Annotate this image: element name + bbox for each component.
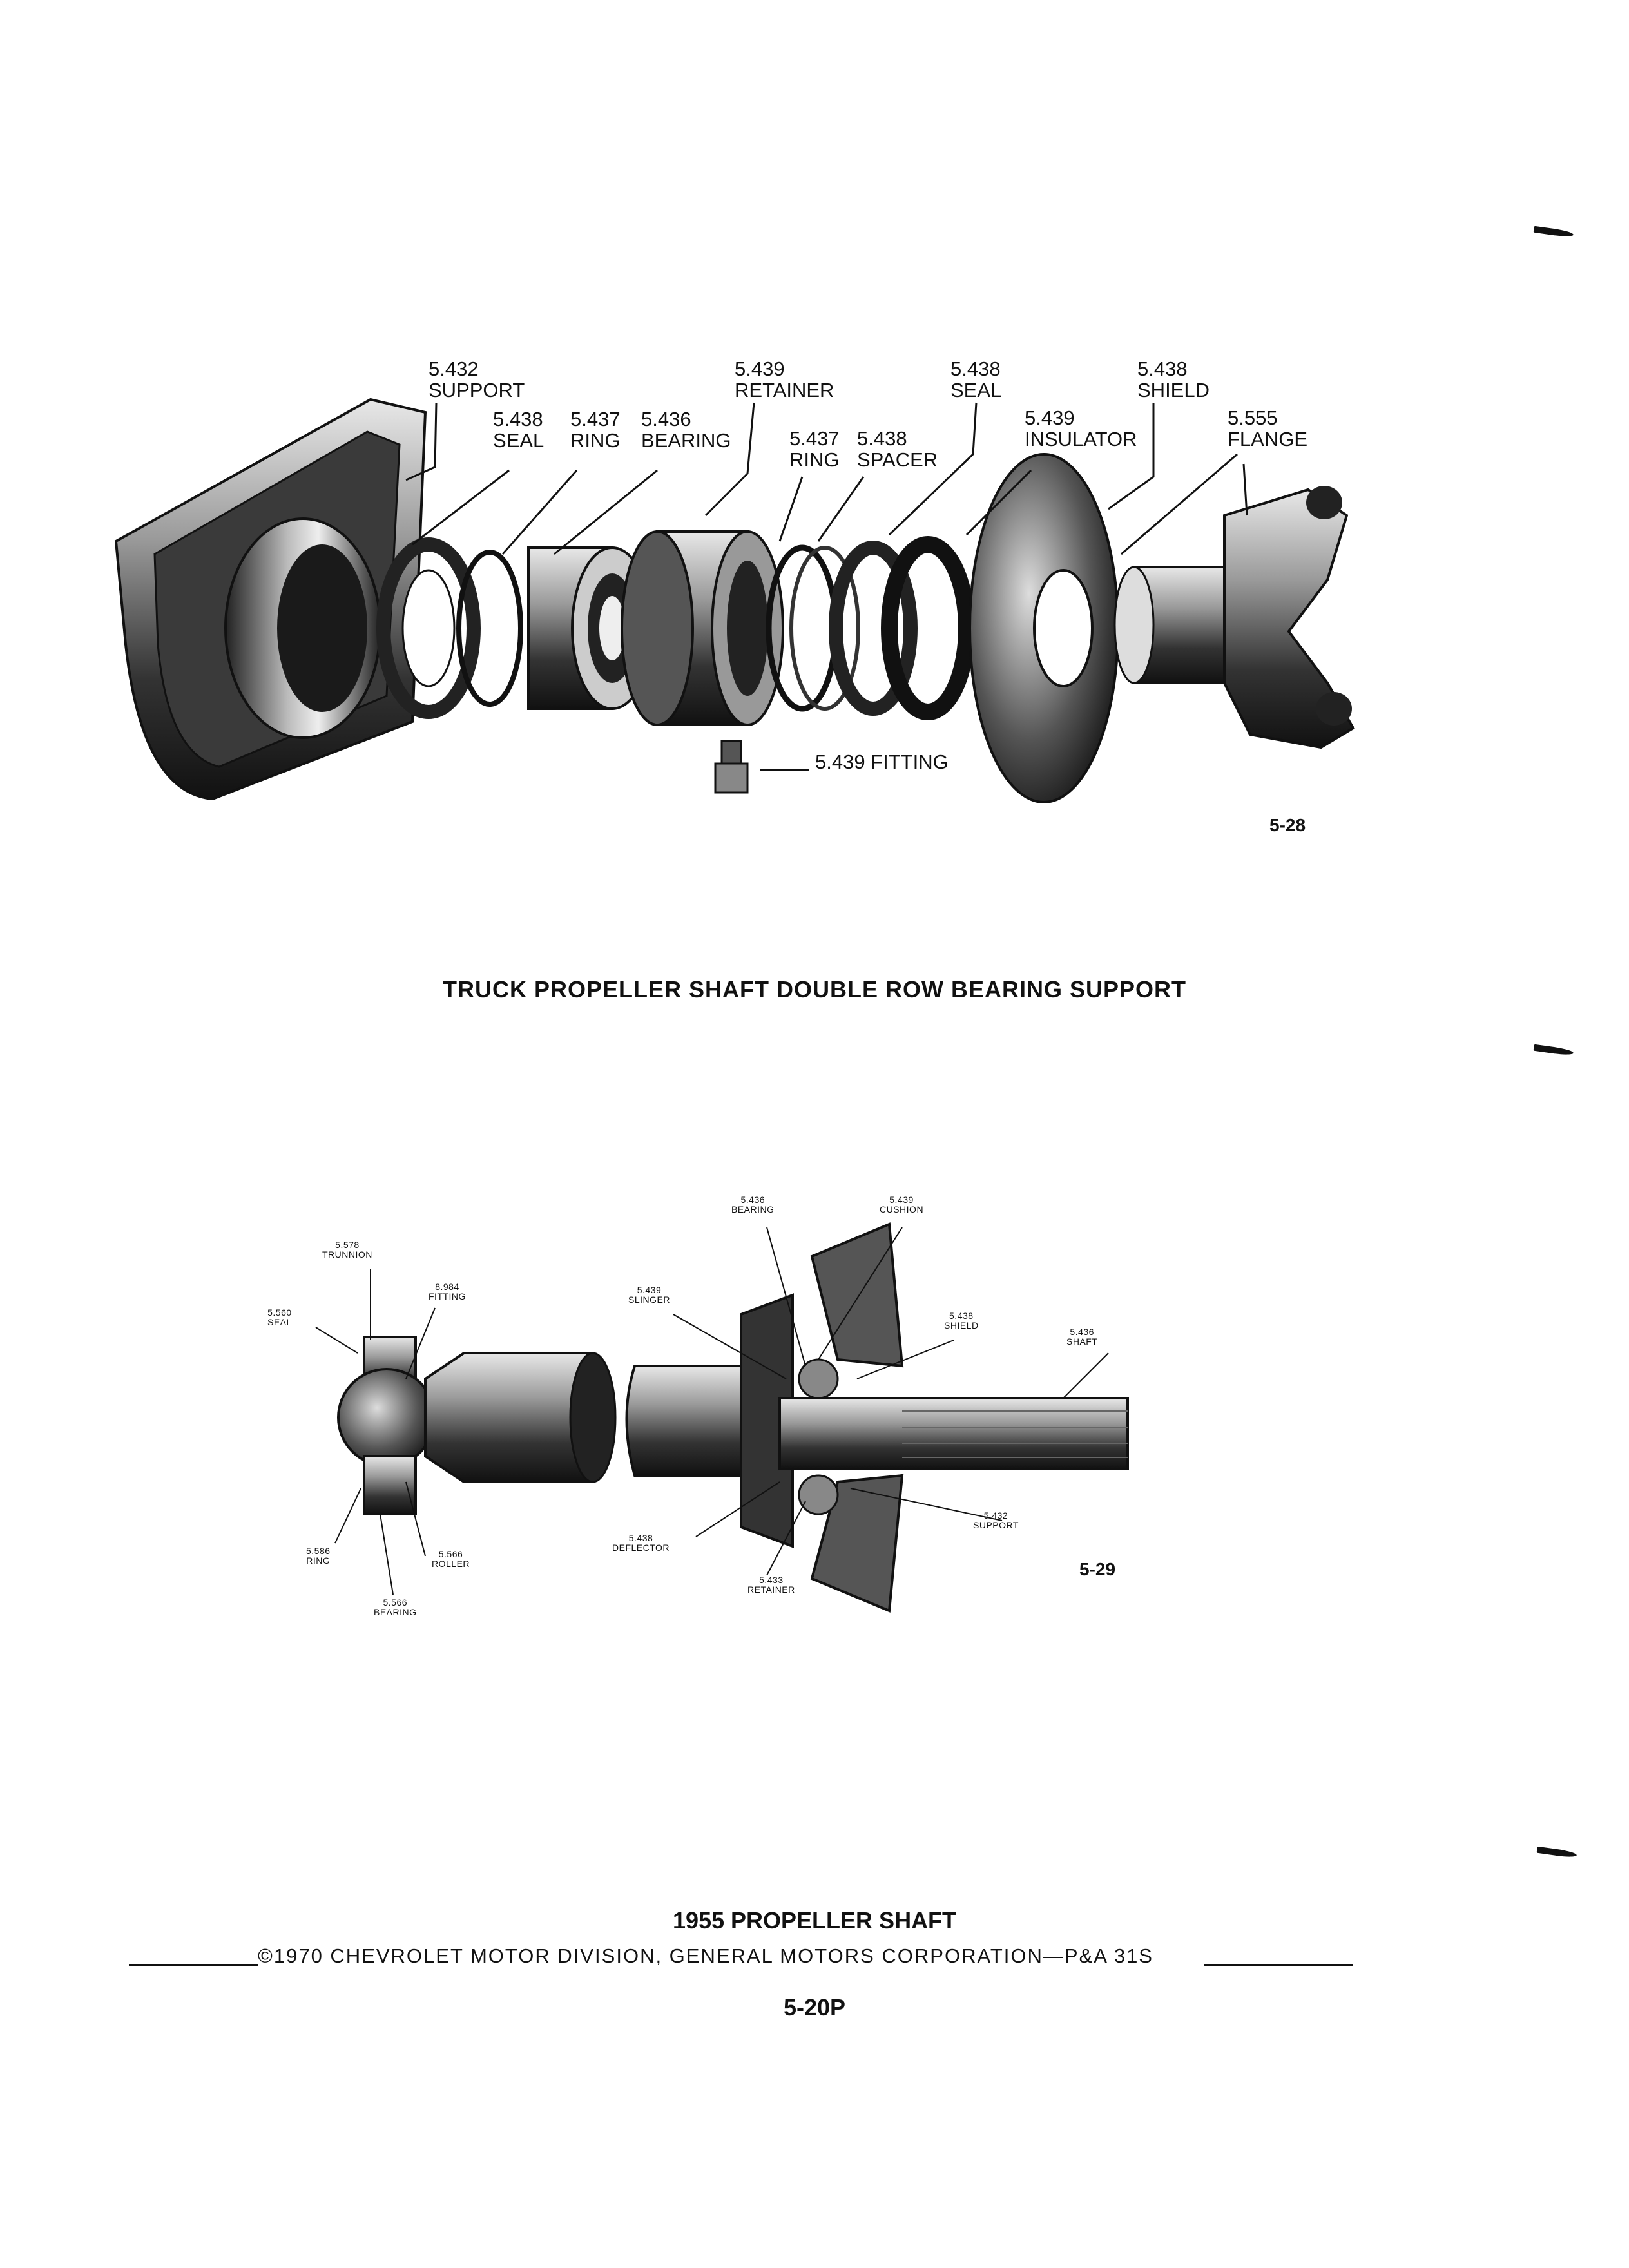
label-number: 5.566 — [438, 1549, 463, 1559]
footer-rule-left — [129, 1964, 258, 1966]
label-5439-fitting: 5.439 FITTING — [815, 751, 949, 773]
figure-1-leader-lines — [405, 402, 1248, 771]
label-5437-ring-b: 5.437 RING — [789, 428, 840, 470]
flange-part — [1113, 486, 1355, 749]
label-name: SHIELD — [1137, 378, 1210, 401]
label-name: SUPPORT — [429, 378, 525, 401]
label-5439-retainer: 5.439 RETAINER — [735, 358, 834, 401]
label-number: 5.438 — [628, 1533, 653, 1543]
label-name: RETAINER — [747, 1584, 795, 1595]
label-number: 8.984 — [435, 1282, 459, 1292]
figure-number-5-29: 5-29 — [1079, 1559, 1116, 1579]
label-5438-seal: 5.438 SEAL — [493, 408, 545, 452]
label-number: 5.566 — [383, 1597, 408, 1608]
label-5433-retainer: 5.433 RETAINER — [747, 1575, 795, 1594]
label-number: 5.433 — [759, 1575, 784, 1585]
label-name: RETAINER — [735, 378, 834, 401]
label-number: 5.438 — [493, 408, 543, 430]
universal-joint-part — [337, 1336, 436, 1515]
label-number: 5.555 — [1228, 407, 1278, 429]
label-name: RING — [306, 1555, 331, 1566]
label-5436-bearing: 5.436 BEARING — [641, 408, 731, 452]
label-number: 5.439 — [735, 358, 785, 380]
label-name: SHAFT — [1066, 1336, 1098, 1347]
label-8984-fitting: 8.984 FITTING — [429, 1282, 466, 1301]
figure-number-5-28: 5-28 — [1269, 815, 1306, 835]
label-number: 5.586 — [306, 1546, 331, 1556]
insulator-part — [969, 453, 1119, 803]
fitting-part — [714, 740, 749, 794]
label-name: SLINGER — [628, 1294, 670, 1305]
label-5432-support: 5.432 SUPPORT — [973, 1511, 1019, 1530]
label-5439-slinger: 5.439 SLINGER — [628, 1285, 670, 1304]
retainer-part — [621, 530, 784, 726]
page-number: 5-20P — [783, 1994, 846, 2021]
label-5555-flange: 5.555 FLANGE — [1228, 407, 1308, 450]
label-5437-ring: 5.437 RING — [570, 408, 621, 452]
footer-rule-right — [1204, 1964, 1353, 1966]
label-5438-seal-b: 5.438 SEAL — [950, 358, 1002, 401]
label-number: 5.436 — [740, 1195, 766, 1205]
label-number: 5.438 — [1137, 358, 1188, 380]
label-number: 5.438 — [857, 427, 907, 450]
label-name: SEAL — [950, 378, 1002, 401]
label-5436-shaft: 5.436 SHAFT — [1066, 1327, 1097, 1346]
label-number: 5.439 — [1025, 407, 1075, 429]
label-5439-insulator: 5.439 INSULATOR — [1025, 407, 1137, 450]
label-name: SPACER — [857, 448, 938, 471]
label-number: 5.432 — [429, 358, 479, 380]
label-name: BEARING — [641, 428, 731, 452]
label-number: 5.560 — [267, 1307, 292, 1318]
label-5566-bearing: 5.566 BEARING — [374, 1598, 417, 1617]
label-name: INSULATOR — [1025, 427, 1137, 450]
label-5439-cushion: 5.439 CUSHION — [880, 1195, 923, 1214]
label-number: 5.438 — [949, 1311, 974, 1321]
label-number: 5.436 — [641, 408, 691, 430]
figure-1-caption: TRUCK PROPELLER SHAFT DOUBLE ROW BEARING… — [442, 976, 1186, 1003]
label-5438-shield: 5.438 SHIELD — [944, 1311, 979, 1330]
support-housing-part — [740, 1222, 904, 1613]
label-name: RING — [570, 428, 621, 452]
label-name: DEFLECTOR — [612, 1542, 670, 1553]
label-5566-roller: 5.566 ROLLER — [432, 1550, 470, 1568]
label-name: TRUNNION — [322, 1249, 372, 1260]
label-5438-shield: 5.438 SHIELD — [1137, 358, 1210, 401]
label-number: 5.439 — [889, 1195, 914, 1205]
label-number: 5.437 — [570, 408, 621, 430]
label-number: 5.438 — [950, 358, 1001, 380]
label-name: SEAL — [267, 1316, 292, 1327]
support-bracket-part — [114, 398, 427, 801]
label-number: 5.436 — [1070, 1327, 1094, 1337]
label-5560-seal: 5.560 SEAL — [267, 1308, 292, 1327]
label-name: CUSHION — [880, 1204, 924, 1215]
label-5578-trunnion: 5.578 TRUNNION — [322, 1240, 372, 1259]
label-number: 5.437 — [789, 427, 840, 450]
label-number: 5.578 — [335, 1240, 360, 1250]
label-name: ROLLER — [432, 1558, 470, 1569]
label-name: SUPPORT — [973, 1519, 1019, 1530]
label-5438-spacer: 5.438 SPACER — [857, 428, 938, 470]
figure-2-caption: 1955 PROPELLER SHAFT — [672, 1907, 957, 1934]
figure-2-leader-lines — [315, 1227, 1109, 1595]
label-5432-support: 5.432 SUPPORT — [429, 358, 525, 401]
label-5586-ring: 5.586 RING — [306, 1546, 331, 1565]
label-name: SEAL — [493, 428, 545, 452]
label-5436-bearing: 5.436 BEARING — [731, 1195, 775, 1214]
label-name: SHIELD — [944, 1320, 979, 1331]
label-name: FLANGE — [1228, 427, 1308, 450]
label-name: BEARING — [731, 1204, 775, 1215]
label-name: FITTING — [429, 1291, 466, 1302]
label-number: 5.439 — [637, 1285, 662, 1295]
label-name: RING — [789, 448, 840, 471]
label-number: 5.432 — [983, 1510, 1008, 1521]
label-5438-deflector: 5.438 DEFLECTOR — [612, 1533, 670, 1552]
copyright-line: ©1970 CHEVROLET MOTOR DIVISION, GENERAL … — [258, 1945, 1153, 1967]
shaft-splines — [902, 1410, 1128, 1458]
label-name: BEARING — [374, 1606, 417, 1617]
